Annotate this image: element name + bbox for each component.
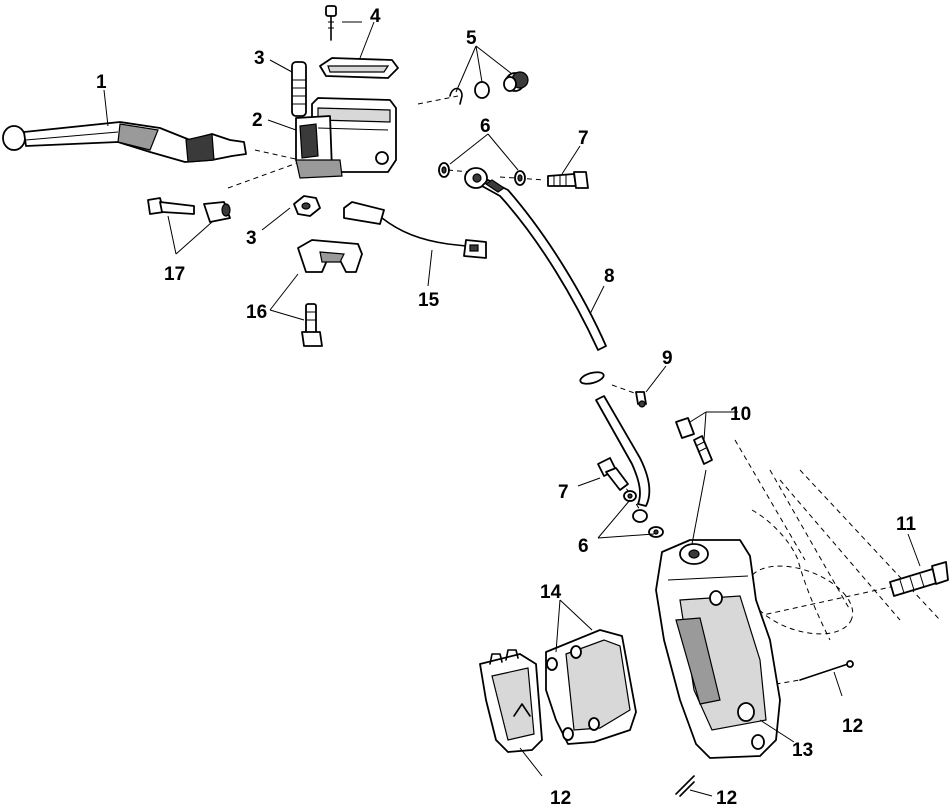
callout-3-lower: 3 bbox=[246, 228, 257, 249]
reservoir-cover-part bbox=[319, 5, 399, 79]
callout-11: 11 bbox=[896, 514, 917, 535]
nut-part bbox=[293, 195, 321, 217]
mounting-bolt-part bbox=[889, 561, 949, 597]
callout-numbers: 1 2 3 3 4 5 6 6 7 7 8 9 10 11 12 12 12 1… bbox=[96, 6, 917, 807]
pad-pin-part-right bbox=[799, 660, 854, 681]
boot-seal-parts bbox=[449, 71, 529, 105]
washer-parts-top bbox=[438, 162, 526, 186]
banjo-bolt-part-top bbox=[547, 171, 589, 189]
leader-lines bbox=[103, 21, 921, 797]
washer-parts-lower bbox=[623, 490, 664, 538]
brake-switch-part bbox=[343, 201, 487, 259]
callout-7-top: 7 bbox=[578, 128, 589, 149]
plunger-part bbox=[291, 61, 307, 117]
pivot-bolt-part bbox=[147, 197, 231, 223]
callout-6-top: 6 bbox=[480, 116, 491, 137]
callout-8: 8 bbox=[604, 266, 615, 287]
master-cylinder-part bbox=[295, 97, 397, 179]
hose-clip-part bbox=[579, 371, 647, 408]
banjo-bolt-part-lower bbox=[597, 457, 629, 491]
bleeder-valve-parts bbox=[675, 417, 713, 465]
callout-4: 4 bbox=[370, 6, 381, 27]
callout-17: 17 bbox=[164, 264, 185, 285]
brake-lever-part bbox=[2, 121, 247, 163]
cotter-pin-part bbox=[675, 775, 695, 797]
pad-spring-part bbox=[479, 649, 543, 753]
callout-15: 15 bbox=[418, 290, 440, 311]
callout-12-right: 12 bbox=[842, 716, 863, 737]
callout-1: 1 bbox=[96, 72, 107, 93]
callout-2: 2 bbox=[252, 110, 263, 131]
callout-16: 16 bbox=[246, 302, 267, 323]
callout-3-upper: 3 bbox=[254, 48, 265, 69]
brake-pads-part bbox=[545, 629, 637, 745]
handlebar-clamp-part bbox=[297, 239, 363, 347]
brake-hose-part bbox=[464, 167, 607, 351]
callout-12-left: 12 bbox=[550, 788, 571, 807]
callout-13: 13 bbox=[792, 740, 813, 761]
brake-pipe-part bbox=[595, 395, 651, 523]
callout-12-bottom: 12 bbox=[716, 788, 737, 807]
callout-5: 5 bbox=[466, 28, 477, 49]
callout-14: 14 bbox=[540, 582, 562, 603]
callout-9: 9 bbox=[662, 348, 673, 369]
callout-7-lower: 7 bbox=[558, 482, 569, 503]
callout-10: 10 bbox=[730, 404, 751, 425]
callout-6-lower: 6 bbox=[578, 536, 589, 557]
caliper-body-part bbox=[655, 539, 781, 759]
